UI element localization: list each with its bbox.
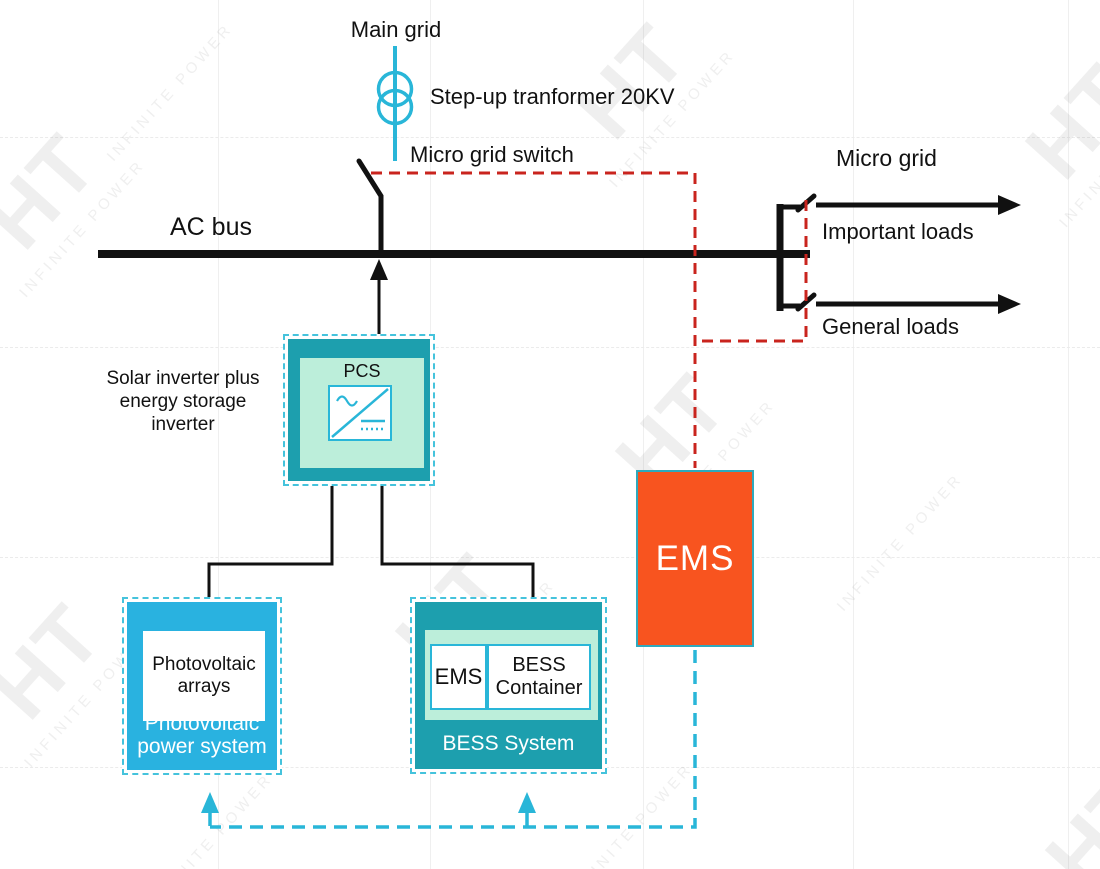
ac-bus-label: AC bus — [170, 213, 252, 241]
general-loads-label: General loads — [822, 314, 959, 339]
caption-line: Photovoltaic — [144, 712, 260, 735]
pv-system-fill: Photovoltaic arrays Photovoltaic power s… — [127, 602, 277, 770]
ems-label: EMS — [655, 538, 735, 578]
pv-arrays-line: Photovoltaic — [152, 654, 256, 675]
transformer-icon — [376, 46, 414, 161]
grid-line — [853, 0, 854, 869]
caption-line: Solar inverter plus — [106, 368, 260, 389]
micro-grid-label: Micro grid — [836, 145, 937, 171]
pv-arrays-box: Photovoltaic arrays — [143, 631, 265, 721]
pcs-box: PCS — [283, 334, 435, 486]
caption-line: energy storage — [119, 391, 247, 412]
bess-ems-box: EMS — [430, 644, 487, 710]
ems-control-red-dashed — [371, 171, 808, 468]
watermark: INFINITE POWER — [833, 470, 967, 615]
important-loads-label: Important loads — [822, 219, 974, 244]
bess-system-fill: EMS BESS Container BESS System — [415, 602, 602, 769]
bess-container-box: BESS Container — [487, 644, 591, 710]
micro-grid-switch-icon — [356, 158, 384, 255]
watermark: INFINITE POWER — [143, 770, 277, 869]
ems-box: EMS — [636, 470, 754, 647]
grid-line — [1068, 0, 1069, 869]
main-grid-label: Main grid — [350, 17, 442, 42]
transformer-label: Step-up tranformer 20KV — [430, 84, 675, 109]
pcs-label: PCS — [343, 361, 381, 381]
bess-container-line: BESS — [512, 654, 566, 676]
grid-line — [0, 347, 1100, 348]
bess-inner-panel: EMS BESS Container — [425, 630, 598, 720]
grid-line — [643, 0, 644, 869]
bess-system-box: EMS BESS Container BESS System — [410, 597, 607, 774]
pv-arrays-line: arrays — [177, 676, 231, 697]
bess-ems-label: EMS — [434, 664, 483, 689]
pcs-inner-panel: PCS — [300, 358, 424, 468]
grid-line — [0, 557, 1100, 558]
pcs-box-fill: PCS — [288, 339, 430, 481]
load-branch-lines — [776, 193, 1021, 314]
bess-system-caption: BESS System — [442, 732, 575, 755]
pv-system-caption: Photovoltaic power system — [127, 712, 277, 758]
watermark: INFINITE POWER — [103, 20, 237, 165]
bess-container-line: Container — [495, 677, 583, 699]
inverter-icon — [328, 385, 392, 441]
caption-line: power system — [137, 735, 267, 758]
caption-line: inverter — [151, 414, 215, 435]
grid-line — [0, 137, 1100, 138]
micro-grid-switch-label: Micro grid switch — [410, 142, 574, 167]
pv-system-box: Photovoltaic arrays Photovoltaic power s… — [122, 597, 282, 775]
solar-inverter-caption: Solar inverter plus energy storage inver… — [84, 367, 282, 436]
